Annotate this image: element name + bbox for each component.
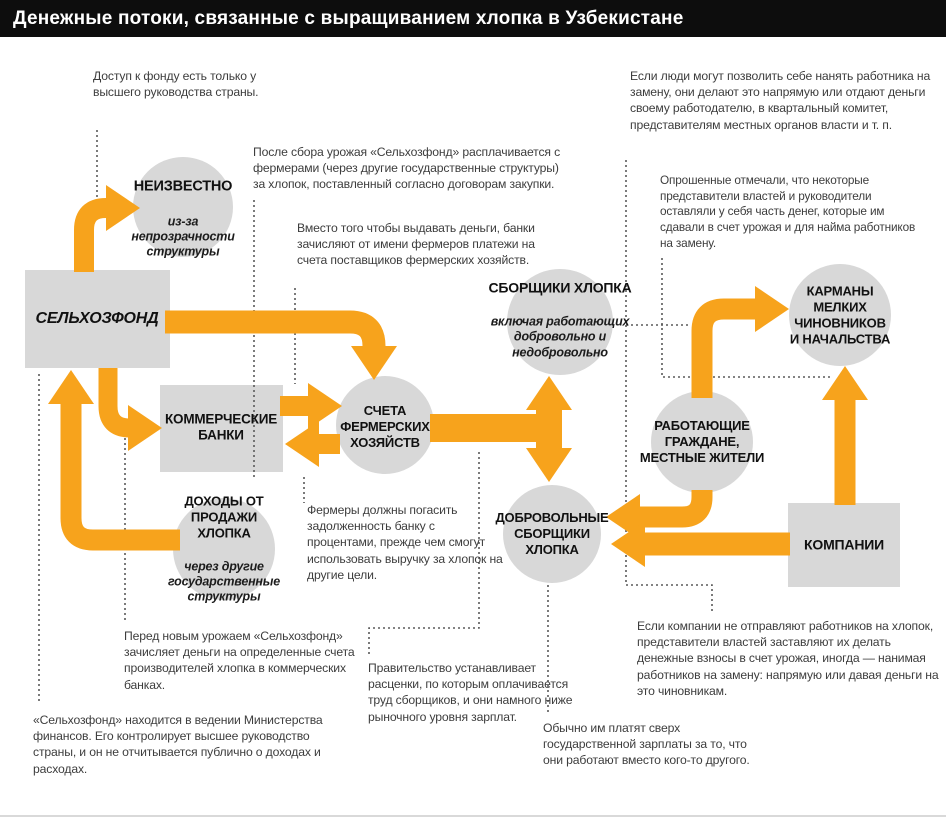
label-scheta: СЧЕТА ФЕРМЕРСКИХ ХОЗЯЙСТВ [340,403,430,450]
node-sborshchiki-circle [507,269,613,375]
note-government-rates: Правительство устанавливает расценки, по… [368,661,573,724]
label-dokhody: ДОХОДЫ ОТ ПРОДАЖИ ХЛОПКА через другие го… [167,493,281,604]
node-kompanii-box [788,503,900,587]
label-sborshchiki: СБОРЩИКИ ХЛОПКА включая работающих добро… [488,279,632,360]
label-neizvestno: НЕИЗВЕСТНО из-за непрозрачности структур… [131,178,235,259]
note-before-harvest: Перед новым урожаем «Сельхозфонд» зачисл… [124,629,355,692]
node-dokhody-circle [173,498,275,600]
note-ministry: «Сельхозфонд» находится в ведении Минист… [33,713,323,776]
note-companies-fees: Если компании не отправляют работников н… [637,619,939,698]
header-bar: Денежные потоки, связанные с выращивание… [0,0,946,37]
flow-selkhozfond-to-banki [98,368,162,451]
label-kompanii: КОМПАНИИ [804,536,884,553]
note-farmers-debt: Фермеры должны погасить задолженность ба… [307,503,503,582]
label-rabotayushchie: РАБОТАЮЩИЕ ГРАЖДАНЕ, МЕСТНЫЕ ЖИТЕЛИ [639,418,765,465]
page-title: Денежные потоки, связанные с выращивание… [13,8,684,29]
flow-selkhozfond-to-scheta [165,310,397,380]
label-karmany: КАРМАНЫ МЕЛКИХ ЧИНОВНИКОВ И НАЧАЛЬСТВА [789,283,891,346]
flow-rabotayushchie-to-karmany [691,286,789,398]
flow-rabotayushchie-to-dobrovolnye [606,486,713,540]
note-access: Доступ к фонду есть только у высшего рук… [93,69,259,100]
label-selkhozfond: СЕЛЬХОЗФОНД [35,310,159,328]
note-paid-extra: Обычно им платят сверх государственной з… [543,721,750,768]
node-neizvestno-circle [133,157,233,257]
flow-selkhozfond-to-neizvestno [74,185,140,272]
note-hire-replacement: Если люди могут позволить себе нанять ра… [630,69,931,132]
node-banki-box [160,385,283,472]
node-selkhozfond-box [25,270,170,368]
label-banki: КОММЕРЧЕСКИЕ БАНКИ [164,411,278,443]
note-instead-of-cash: Вместо того чтобы выдавать деньги, банки… [297,221,535,268]
note-after-harvest: После сбора урожая «Сельхозфонд» расплач… [253,145,561,192]
note-surveyed: Опрошенные отмечали, что некоторые предс… [660,173,916,250]
label-dobrovolnye: ДОБРОВОЛЬНЫЕ СБОРЩИКИ ХЛОПКА [495,510,609,557]
node-dobrovolnye-circle [503,485,601,583]
